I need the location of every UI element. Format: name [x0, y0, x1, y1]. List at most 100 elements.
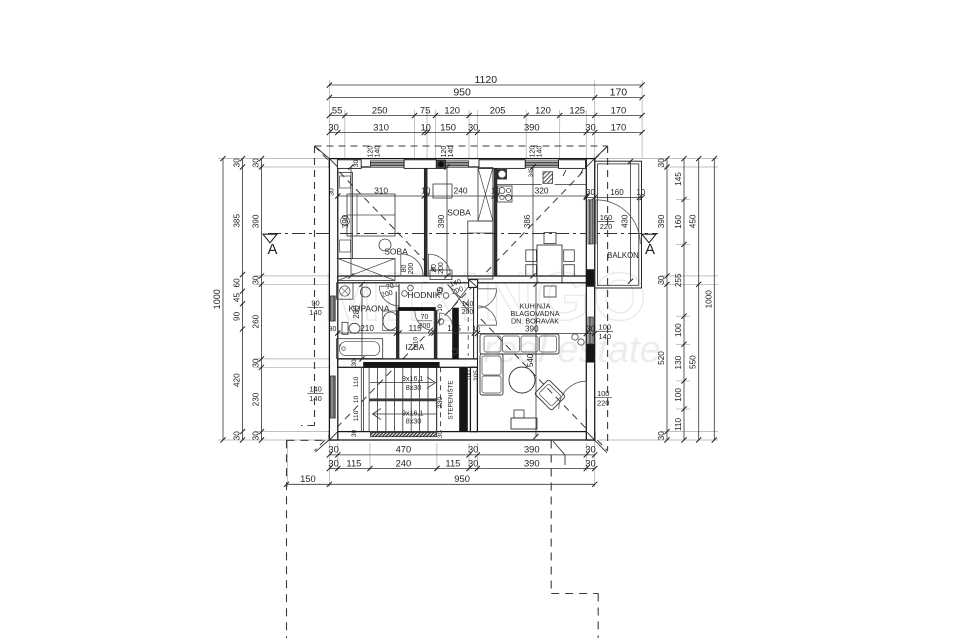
svg-text:30: 30 [328, 457, 338, 468]
svg-text:A: A [645, 241, 655, 258]
svg-text:160: 160 [600, 213, 613, 222]
svg-text:205: 205 [490, 104, 506, 115]
svg-text:390: 390 [252, 214, 261, 228]
svg-text:540: 540 [526, 353, 535, 367]
svg-text:205: 205 [473, 370, 480, 381]
svg-text:140: 140 [449, 278, 462, 288]
svg-text:150: 150 [440, 121, 456, 132]
svg-text:30: 30 [585, 457, 595, 468]
svg-text:10: 10 [636, 188, 645, 197]
svg-text:30: 30 [585, 444, 595, 455]
svg-text:230: 230 [252, 392, 261, 406]
svg-text:520: 520 [657, 351, 666, 365]
svg-text:170: 170 [611, 104, 627, 115]
svg-text:200: 200 [462, 309, 474, 316]
svg-text:240: 240 [396, 457, 412, 468]
svg-text:KUPAONA: KUPAONA [349, 304, 390, 314]
svg-text:100: 100 [466, 370, 473, 381]
svg-text:280: 280 [352, 305, 361, 319]
svg-text:30: 30 [328, 121, 338, 132]
svg-text:90: 90 [311, 299, 319, 308]
svg-text:200: 200 [438, 262, 445, 274]
svg-text:390: 390 [524, 457, 540, 468]
svg-text:210: 210 [360, 324, 374, 333]
svg-text:30: 30 [252, 158, 261, 168]
svg-text:115: 115 [409, 324, 422, 333]
svg-text:80: 80 [401, 265, 408, 273]
svg-text:200: 200 [451, 286, 464, 296]
svg-text:1000: 1000 [704, 290, 713, 309]
svg-text:200: 200 [408, 263, 415, 275]
svg-text:430: 430 [621, 214, 630, 228]
svg-text:30: 30 [252, 431, 261, 441]
svg-text:30: 30 [657, 275, 666, 285]
svg-text:30: 30 [657, 431, 666, 441]
svg-text:30: 30 [351, 359, 358, 367]
svg-text:30: 30 [329, 188, 336, 196]
svg-text:120: 120 [368, 146, 375, 158]
svg-text:310: 310 [374, 185, 388, 195]
svg-text:120: 120 [441, 146, 448, 158]
svg-text:30: 30 [657, 158, 666, 168]
svg-text:390: 390 [437, 214, 446, 228]
svg-text:8x30: 8x30 [406, 383, 422, 392]
svg-text:130: 130 [674, 355, 683, 369]
svg-text:10: 10 [353, 396, 360, 404]
svg-text:250: 250 [372, 104, 388, 115]
svg-text:345: 345 [529, 168, 535, 177]
svg-text:115: 115 [346, 457, 361, 468]
svg-text:10: 10 [473, 326, 481, 333]
svg-text:10: 10 [421, 185, 431, 195]
svg-text:110: 110 [674, 418, 683, 431]
svg-text:SOBA: SOBA [384, 247, 408, 257]
svg-text:STEPENIŠTE: STEPENIŠTE [446, 380, 455, 419]
svg-text:30: 30 [328, 444, 338, 455]
svg-text:1000: 1000 [212, 289, 222, 309]
svg-text:75: 75 [420, 104, 430, 115]
svg-text:200: 200 [381, 290, 394, 300]
svg-text:140: 140 [375, 146, 382, 158]
svg-text:30: 30 [468, 121, 478, 132]
svg-text:200: 200 [419, 323, 431, 330]
svg-text:IZBA: IZBA [406, 342, 425, 352]
svg-text:390: 390 [524, 444, 540, 455]
svg-text:150: 150 [300, 473, 316, 484]
svg-text:386: 386 [523, 214, 532, 228]
svg-text:140: 140 [309, 394, 322, 403]
svg-text:30: 30 [468, 444, 478, 455]
svg-text:90: 90 [233, 311, 242, 321]
svg-text:30: 30 [586, 188, 595, 197]
svg-text:255: 255 [674, 273, 683, 287]
svg-text:120: 120 [535, 104, 551, 115]
svg-text:90: 90 [329, 326, 337, 333]
svg-text:145: 145 [447, 324, 461, 333]
svg-text:80: 80 [431, 264, 438, 272]
svg-text:110: 110 [353, 410, 360, 421]
svg-text:170: 170 [611, 121, 627, 132]
svg-text:110: 110 [353, 376, 360, 387]
svg-text:240: 240 [454, 185, 468, 195]
svg-text:55: 55 [332, 104, 342, 115]
svg-text:140: 140 [599, 332, 612, 341]
svg-text:390: 390 [657, 214, 666, 228]
svg-text:120: 120 [530, 146, 537, 158]
svg-text:160: 160 [674, 215, 683, 229]
svg-text:10: 10 [420, 121, 430, 132]
svg-text:230: 230 [437, 397, 444, 409]
svg-text:390: 390 [341, 214, 350, 228]
svg-text:60: 60 [233, 278, 242, 288]
svg-text:BALKON: BALKON [607, 251, 639, 260]
svg-text:1120: 1120 [475, 74, 498, 86]
svg-text:30: 30 [437, 431, 444, 439]
svg-text:30: 30 [586, 324, 596, 333]
svg-text:8x30: 8x30 [406, 416, 422, 425]
svg-text:115: 115 [445, 457, 460, 468]
svg-text:30: 30 [585, 121, 595, 132]
svg-text:450: 450 [689, 214, 698, 228]
svg-text:HODNIK: HODNIK [407, 290, 440, 300]
svg-text:125: 125 [569, 104, 585, 115]
svg-text:70: 70 [421, 314, 429, 321]
svg-text:390: 390 [524, 121, 540, 132]
svg-text:10: 10 [491, 185, 501, 195]
svg-text:260: 260 [252, 314, 261, 328]
